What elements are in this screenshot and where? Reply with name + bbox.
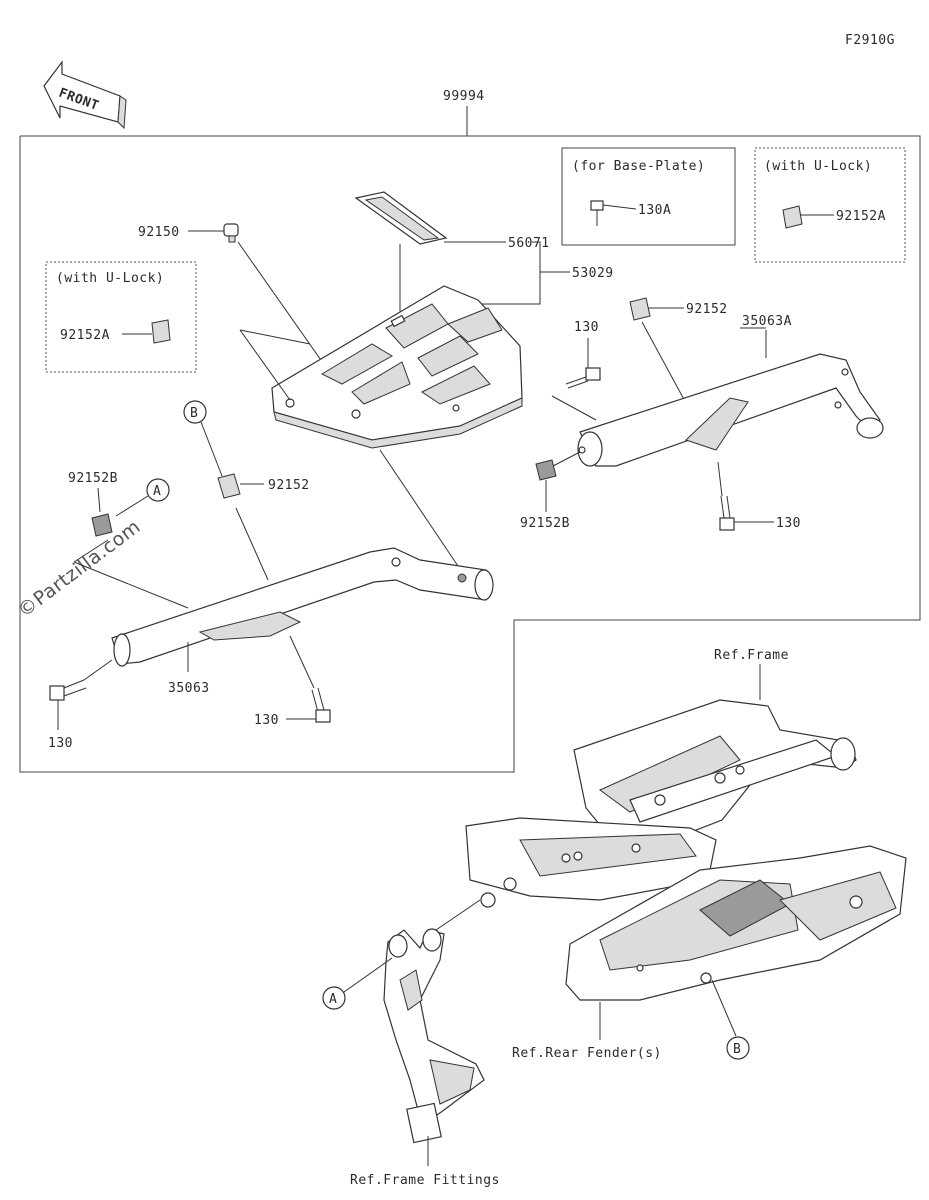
- frame-assembly: [465, 699, 857, 908]
- collar-92152B-left-icon: [91, 513, 113, 537]
- collar-92152-mid-icon: [217, 473, 264, 499]
- svg-text:B: B: [190, 406, 198, 421]
- callout-92152A-right: 92152A: [836, 209, 886, 224]
- bolt-130-a-icon: [565, 367, 601, 389]
- collar-92152A-right-icon: [782, 205, 834, 229]
- ref-rear-fender-label: Ref.Rear Fender(s): [512, 1046, 662, 1061]
- assembly-boundary: [19, 135, 921, 773]
- ref-frame-fittings-label: Ref.Frame Fittings: [350, 1173, 500, 1188]
- callout-56071: 56071: [508, 236, 550, 251]
- callout-92152A-left: 92152A: [60, 328, 110, 343]
- base-plate-note: (for Base-Plate): [572, 159, 705, 174]
- bolt-92150-icon: [223, 223, 239, 243]
- marker-b-lower[interactable]: B: [726, 1036, 750, 1060]
- rail-35063: [111, 547, 494, 667]
- callout-130-c: 130: [254, 713, 279, 728]
- callout-53029: 53029: [572, 266, 614, 281]
- rail-35063A: [577, 353, 884, 467]
- marker-a-upper[interactable]: A: [146, 478, 170, 502]
- u-lock-right-note: (with U-Lock): [764, 159, 872, 174]
- callout-92152B-right: 92152B: [520, 516, 570, 531]
- base-plate-box: [561, 147, 736, 246]
- rear-fender: [565, 845, 907, 1001]
- callout-35063A: 35063A: [742, 314, 792, 329]
- assembly-number: 99994: [443, 89, 485, 104]
- callout-92152-mid: 92152: [268, 478, 310, 493]
- marker-a-lower[interactable]: A: [322, 986, 346, 1010]
- bolt-130-c-icon: [286, 687, 331, 723]
- callout-35063: 35063: [168, 681, 210, 696]
- collar-92152-top-icon: [629, 297, 684, 321]
- u-lock-left-box: [45, 261, 197, 373]
- front-arrow-icon: FRONT: [43, 60, 127, 130]
- bolt-130A-icon: [590, 200, 637, 226]
- carrier-plate: [271, 285, 523, 449]
- callout-92150: 92150: [138, 225, 180, 240]
- u-lock-left-note: (with U-Lock): [56, 271, 164, 286]
- callout-130A: 130A: [638, 203, 671, 218]
- callout-92152-top: 92152: [686, 302, 728, 317]
- ref-frame-label: Ref.Frame: [714, 648, 789, 663]
- frame-fittings: [383, 928, 485, 1144]
- collar-92152B-right-icon: [535, 459, 557, 481]
- watermark: ©Partzilla.com: [14, 516, 145, 622]
- svg-text:B: B: [733, 1042, 741, 1057]
- marker-b-upper[interactable]: B: [183, 400, 207, 424]
- svg-text:A: A: [153, 484, 161, 499]
- callout-130-b: 130: [776, 516, 801, 531]
- diagram-id: F2910G: [845, 33, 895, 48]
- callout-130-a: 130: [574, 320, 599, 335]
- bolt-130-b-icon: [719, 495, 774, 531]
- collar-92152A-left-icon: [122, 319, 171, 344]
- svg-text:A: A: [329, 992, 337, 1007]
- callout-92152B-left: 92152B: [68, 471, 118, 486]
- callout-130-d: 130: [48, 736, 73, 751]
- bolt-130-d-icon: [49, 679, 87, 730]
